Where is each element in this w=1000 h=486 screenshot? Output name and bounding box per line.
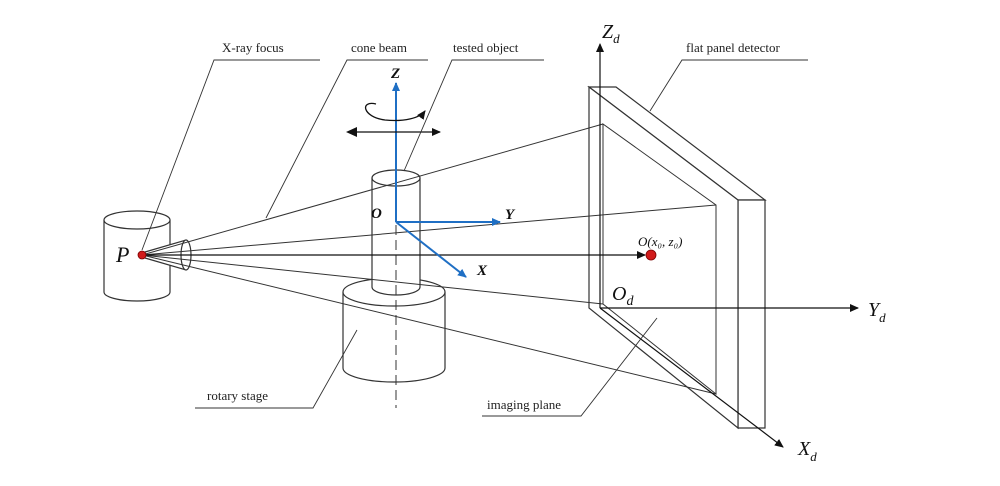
- callout-imaging-plane: imaging plane: [487, 397, 561, 412]
- object-x-label: X: [476, 263, 488, 279]
- object-y-label: Y: [505, 207, 516, 223]
- source-label-p: P: [115, 242, 129, 267]
- detector-z-label: Zd: [602, 21, 620, 46]
- projection-center-label: O(x₀, z₀): [638, 234, 682, 249]
- callout-rotary-stage: rotary stage: [207, 388, 268, 403]
- callout-xray-focus: X-ray focus: [222, 40, 284, 55]
- callout-leaders: [141, 59, 808, 417]
- object-z-label: Z: [390, 66, 400, 82]
- detector-y-label: Yd: [868, 299, 886, 325]
- detector-origin-label: Od: [612, 283, 634, 309]
- detector-x-axis: [599, 307, 784, 448]
- source-point-p: [137, 250, 147, 260]
- object-origin-label: O: [371, 206, 382, 222]
- callout-cone-beam: cone beam: [351, 40, 407, 55]
- cone-beam-rays: [141, 123, 717, 395]
- rotation-arrow-icon: [365, 102, 426, 122]
- callout-tested-object: tested object: [453, 40, 519, 55]
- xray-source: [103, 210, 192, 302]
- detector-x-label: Xd: [797, 438, 817, 464]
- object-x-axis: [395, 221, 467, 278]
- flat-panel-detector: [587, 85, 767, 430]
- callout-flat-panel-detector: flat panel detector: [686, 40, 781, 55]
- projection-center-point: [645, 249, 657, 261]
